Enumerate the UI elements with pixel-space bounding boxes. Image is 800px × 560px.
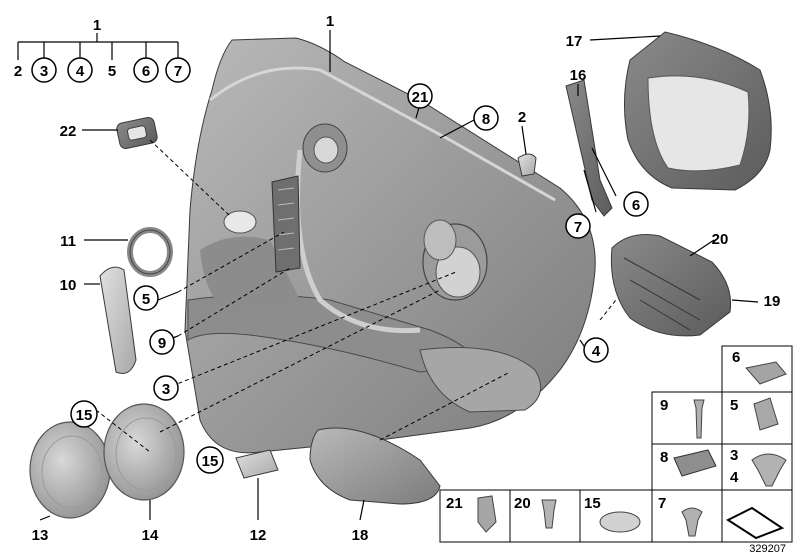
callout-22: 22	[60, 123, 77, 140]
callout-13: 13	[32, 527, 49, 544]
grid-label-3: 3	[730, 447, 738, 464]
grid-label-7: 7	[658, 495, 666, 512]
clip-12-part	[235, 449, 279, 479]
speaker-housing-part	[610, 234, 732, 337]
callout-1-top: 1	[93, 17, 101, 34]
grid-part-6	[745, 361, 787, 385]
grid-part-5	[753, 397, 779, 431]
callout-8: 8	[482, 111, 490, 128]
grid-label-8: 8	[660, 449, 668, 466]
callout-11: 11	[60, 233, 76, 250]
speaker-cap-13-part	[29, 421, 111, 519]
callout-12: 12	[250, 527, 267, 544]
ring-11-part	[127, 227, 173, 277]
callout-17: 17	[566, 33, 583, 50]
corner-arrow-icon	[725, 506, 785, 540]
door-trim-panel	[184, 37, 596, 454]
callout-20: 20	[712, 231, 729, 248]
grid-part-9	[693, 399, 705, 439]
grid-label-5: 5	[730, 397, 738, 414]
grid-part-21	[477, 495, 497, 533]
grid-part-8	[673, 449, 717, 477]
callout-labels: 1 2 3 4 5 6 7 1 21 8 2 17 16 6 7 20 19 2…	[14, 13, 781, 544]
grid-label-9: 9	[660, 397, 668, 414]
callout-6-sub: 6	[142, 63, 150, 80]
callout-5-sub: 5	[108, 63, 116, 80]
callout-1-main: 1	[326, 13, 334, 30]
callout-2-clip: 2	[518, 109, 526, 126]
grid-label-4: 4	[730, 469, 739, 486]
grid-part-3-4	[751, 453, 787, 487]
grid-label-21: 21	[446, 495, 463, 512]
reference-number: 329207	[749, 543, 786, 555]
callout-15-a: 15	[76, 407, 93, 424]
callout-4: 4	[592, 343, 601, 360]
fastener-grid: 6 9 5 8 3 4 21 20 15 7	[439, 345, 793, 543]
callout-7-sub: 7	[174, 63, 182, 80]
handle-cover-10-part	[99, 266, 137, 374]
callout-10: 10	[60, 277, 77, 294]
sound-insulation-part	[623, 31, 772, 191]
leader-lines	[17, 30, 759, 521]
clip-2-part	[517, 153, 537, 177]
callout-9: 9	[158, 335, 166, 352]
armrest-18-part	[309, 427, 441, 505]
callout-7: 7	[574, 219, 582, 236]
callout-4-sub: 4	[76, 63, 85, 80]
grid-label-6: 6	[732, 349, 740, 366]
grid-part-7	[681, 507, 703, 537]
callout-2-sub: 2	[14, 63, 22, 80]
grid-label-20: 20	[514, 495, 531, 512]
callout-21: 21	[412, 89, 429, 106]
callout-16: 16	[570, 67, 587, 84]
callout-19: 19	[764, 293, 781, 310]
callout-15-b: 15	[202, 453, 219, 470]
grid-part-15	[599, 511, 641, 533]
seal-strip-part	[565, 79, 613, 217]
callout-6: 6	[632, 197, 640, 214]
grid-label-15: 15	[584, 495, 601, 512]
callout-14: 14	[142, 527, 159, 544]
callout-3: 3	[162, 381, 170, 398]
clip-22-part	[116, 116, 158, 150]
grid-part-20	[541, 499, 557, 529]
callout-3-sub: 3	[40, 63, 48, 80]
speaker-cap-14-part	[103, 403, 185, 501]
callout-5: 5	[142, 291, 150, 308]
callout-18: 18	[352, 527, 369, 544]
